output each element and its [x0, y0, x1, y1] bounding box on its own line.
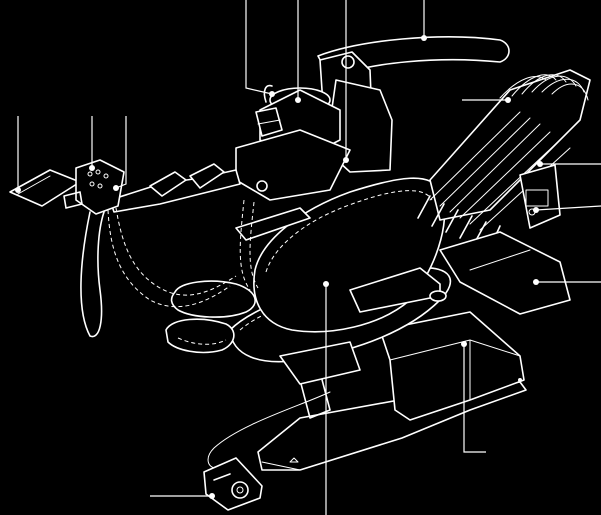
cuspidor-unit: [235, 84, 351, 201]
callout-dot: [343, 157, 349, 163]
callout-dot: [421, 35, 427, 41]
assistant-arm: [9, 159, 259, 338]
callout-dot: [537, 161, 543, 167]
callout-dot: [209, 493, 215, 499]
chair-headrest: [165, 280, 256, 354]
callout-dot: [89, 165, 95, 171]
callout-dot: [15, 187, 21, 193]
foot-control: [203, 391, 331, 511]
callout-dot: [533, 279, 539, 285]
delivery-unit: [317, 36, 591, 315]
callout-dot: [113, 185, 119, 191]
callout-dot: [505, 97, 511, 103]
callout-dot: [323, 281, 329, 287]
callout-dot: [533, 207, 539, 213]
chair-armrests: [235, 207, 447, 313]
chair-base: [257, 311, 527, 471]
callout-dot: [461, 341, 467, 347]
callout-leaders: [15, 0, 601, 515]
callout-dot: [269, 91, 275, 97]
callout-dot: [295, 97, 301, 103]
